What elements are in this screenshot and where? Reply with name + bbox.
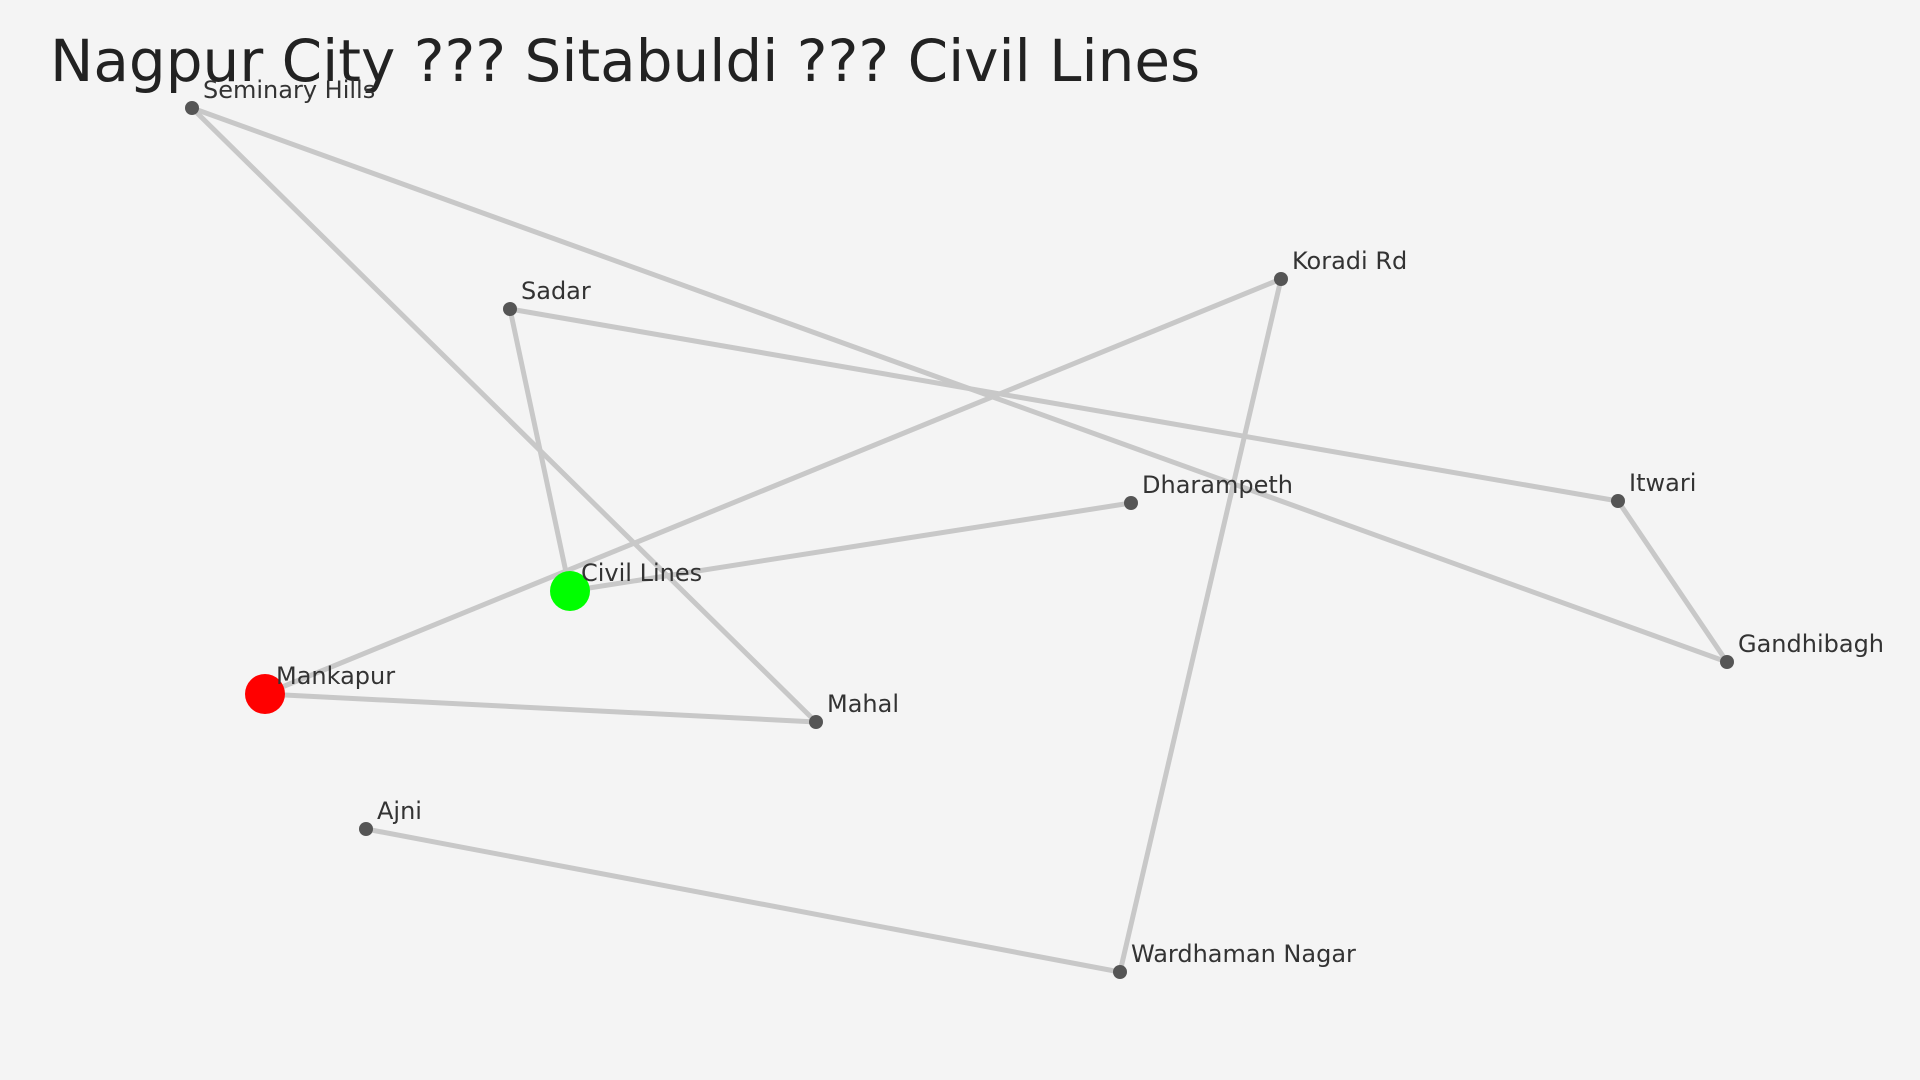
edge-seminary_hills-mahal (189, 105, 819, 725)
node-label-koradi-rd: Koradi Rd (1292, 247, 1407, 275)
node-gandhibagh-marker (1720, 655, 1734, 669)
nodes-layer (185, 101, 1734, 979)
edge-sadar-civil_lines (507, 306, 573, 594)
node-label-gandhibagh: Gandhibagh (1738, 630, 1884, 658)
node-mahal-marker (809, 715, 823, 729)
node-label-ajni: Ajni (377, 797, 422, 825)
node-seminary-hills-marker (185, 101, 199, 115)
node-koradi-rd-marker (1274, 272, 1288, 286)
node-label-dharampeth: Dharampeth (1142, 471, 1293, 499)
node-label-civil-lines: Civil Lines (581, 559, 702, 587)
node-itwari-marker (1611, 494, 1625, 508)
node-label-seminary-hills: Seminary Hills (203, 76, 375, 104)
node-label-itwari: Itwari (1629, 469, 1696, 497)
edge-koradi_rd-wardhaman_nagar (1117, 276, 1284, 975)
node-label-wardhaman-nagar: Wardhaman Nagar (1131, 940, 1356, 968)
edge-mankapur-mahal (262, 691, 819, 725)
node-civil-lines-end-marker (550, 571, 590, 611)
node-label-mahal: Mahal (827, 690, 899, 718)
node-dharampeth-marker (1124, 496, 1138, 510)
edge-ajni-wardhaman_nagar (363, 826, 1123, 975)
edge-sadar-itwari (507, 306, 1621, 504)
node-ajni-marker (359, 822, 373, 836)
edge-koradi_rd-mankapur (262, 276, 1284, 697)
edges-layer (189, 105, 1730, 975)
node-label-sadar: Sadar (521, 277, 591, 305)
edge-itwari-gandhibagh (1615, 498, 1730, 665)
map-title: Nagpur City ??? Sitabuldi ??? Civil Line… (50, 27, 1201, 95)
node-sadar-marker (503, 302, 517, 316)
node-mankapur-start-marker (245, 674, 285, 714)
edge-civil_lines-dharampeth (567, 500, 1134, 594)
node-wardhaman-nagar-marker (1113, 965, 1127, 979)
node-label-mankapur: Mankapur (276, 662, 395, 690)
